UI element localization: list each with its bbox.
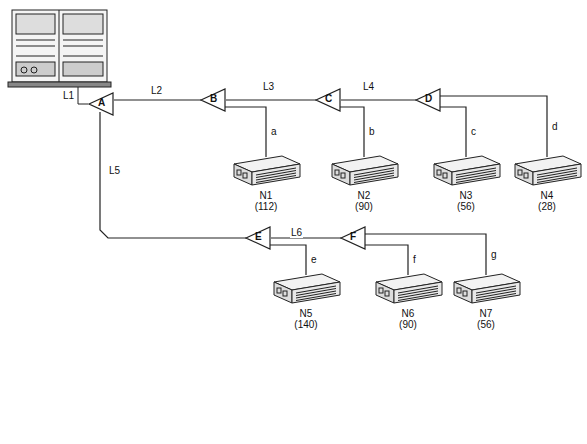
branch-joint: F	[340, 226, 366, 250]
refrigerant-pipe	[100, 112, 246, 238]
pipe-label: L2	[150, 85, 163, 96]
joint-letter: F	[350, 231, 356, 243]
unit-name: N6	[370, 308, 446, 319]
indoor-unit-symbol	[268, 270, 344, 308]
pipe-label: L6	[290, 227, 303, 238]
indoor-unit-symbol	[228, 152, 304, 190]
pipe-label: L1	[62, 90, 75, 101]
indoor-unit: N2(90)	[326, 152, 402, 212]
pipe-label: g	[490, 249, 498, 260]
unit-capacity: (56)	[448, 319, 524, 330]
joint-letter: E	[255, 231, 262, 243]
pipe-label: L3	[262, 81, 275, 92]
unit-capacity: (28)	[509, 201, 585, 212]
refrigerant-pipe	[114, 99, 201, 100]
indoor-unit: N1(112)	[228, 152, 304, 212]
refrigerant-pipe	[341, 99, 416, 100]
branch-joint: C	[315, 88, 341, 112]
refrigerant-pipe	[358, 234, 486, 275]
pipe-label: f	[412, 254, 417, 265]
pipe-label: b	[368, 126, 376, 137]
branch-joint: B	[200, 88, 226, 112]
joint-letter: B	[210, 93, 217, 105]
unit-capacity: (56)	[428, 201, 504, 212]
unit-name: N1	[228, 190, 304, 201]
joint-letter: A	[98, 97, 105, 109]
refrigerant-pipe	[221, 107, 266, 157]
indoor-unit: N6(90)	[370, 270, 446, 330]
refrigerant-pipe	[433, 96, 547, 157]
indoor-unit-symbol	[428, 152, 504, 190]
indoor-unit-symbol	[448, 270, 524, 308]
unit-name: N5	[268, 308, 344, 319]
pipe-label: L5	[108, 165, 121, 176]
indoor-unit-symbol	[370, 270, 446, 308]
unit-capacity: (140)	[268, 319, 344, 330]
refrigerant-pipe	[266, 245, 306, 275]
unit-name: N4	[509, 190, 585, 201]
unit-name: N7	[448, 308, 524, 319]
indoor-unit-symbol	[326, 152, 402, 190]
pipe-label: e	[310, 254, 318, 265]
refrigerant-pipe	[436, 107, 466, 157]
refrigerant-pipe	[271, 237, 341, 238]
indoor-unit-symbol	[509, 152, 585, 190]
joint-letter: C	[325, 93, 332, 105]
joint-letter: D	[425, 93, 432, 105]
branch-joint: D	[415, 88, 441, 112]
branch-joint: E	[245, 226, 271, 250]
unit-capacity: (90)	[370, 319, 446, 330]
pipe-label: L4	[362, 81, 375, 92]
unit-capacity: (90)	[326, 201, 402, 212]
indoor-unit: N7(56)	[448, 270, 524, 330]
pipe-label: c	[470, 126, 477, 137]
refrigerant-pipe	[361, 245, 408, 275]
unit-capacity: (112)	[228, 201, 304, 212]
unit-name: N2	[326, 190, 402, 201]
indoor-unit: N4(28)	[509, 152, 585, 212]
pipe-label: d	[551, 121, 559, 132]
refrigerant-pipe	[336, 107, 364, 157]
pipe-label: a	[270, 126, 278, 137]
branch-joint: A	[88, 92, 114, 116]
unit-name: N3	[428, 190, 504, 201]
indoor-unit: N5(140)	[268, 270, 344, 330]
refrigerant-pipe	[226, 99, 316, 100]
indoor-unit: N3(56)	[428, 152, 504, 212]
